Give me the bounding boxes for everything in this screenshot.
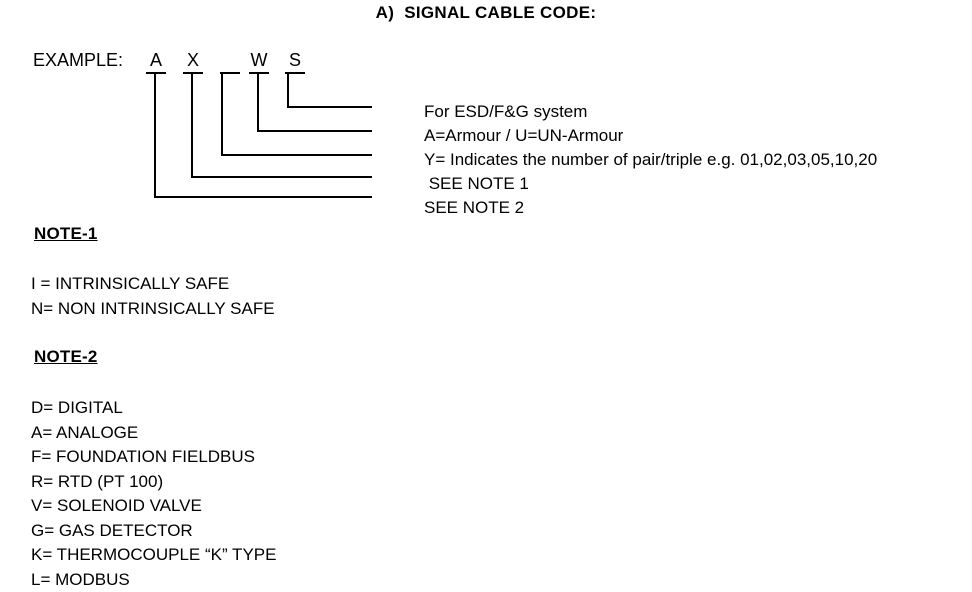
note1-line-0: I = INTRINSICALLY SAFE	[31, 272, 275, 297]
note2-line-5: G= GAS DETECTOR	[31, 519, 276, 544]
leader-line-0	[155, 72, 372, 197]
note2-line-7: L= MODBUS	[31, 568, 276, 592]
note2-line-1: A= ANALOGE	[31, 421, 276, 446]
note2-line-4: V= SOLENOID VALVE	[31, 494, 276, 519]
note1-line-1: N= NON INTRINSICALLY SAFE	[31, 297, 275, 322]
code-char-2	[220, 50, 240, 74]
leader-line-2	[222, 72, 372, 155]
example-label: EXAMPLE:	[33, 50, 123, 71]
code-char-0: A	[146, 50, 166, 74]
code-char-3: W	[249, 50, 269, 74]
title-text: SIGNAL CABLE CODE:	[404, 3, 596, 22]
section-letter: A)	[376, 3, 395, 22]
description-line-4: SEE NOTE 2	[424, 196, 877, 220]
note2-line-2: F= FOUNDATION FIELDBUS	[31, 445, 276, 470]
description-line-0: For ESD/F&G system	[424, 100, 877, 124]
note2-line-0: D= DIGITAL	[31, 396, 276, 421]
description-line-1: A=Armour / U=UN-Armour	[424, 124, 877, 148]
page-title: A) SIGNAL CABLE CODE:	[0, 3, 972, 23]
note2-line-3: R= RTD (PT 100)	[31, 470, 276, 495]
code-char-4: S	[285, 50, 305, 74]
note-1-heading: NOTE-1	[34, 224, 98, 244]
code-char-1: X	[183, 50, 203, 74]
description-line-2: Y= Indicates the number of pair/triple e…	[424, 148, 877, 172]
note2-line-6: K= THERMOCOUPLE “K” TYPE	[31, 543, 276, 568]
leader-line-4	[288, 72, 372, 107]
note-2-heading: NOTE-2	[34, 347, 98, 367]
leader-line-1	[192, 72, 372, 177]
description-line-3: SEE NOTE 1	[424, 172, 877, 196]
leader-line-3	[258, 72, 372, 131]
